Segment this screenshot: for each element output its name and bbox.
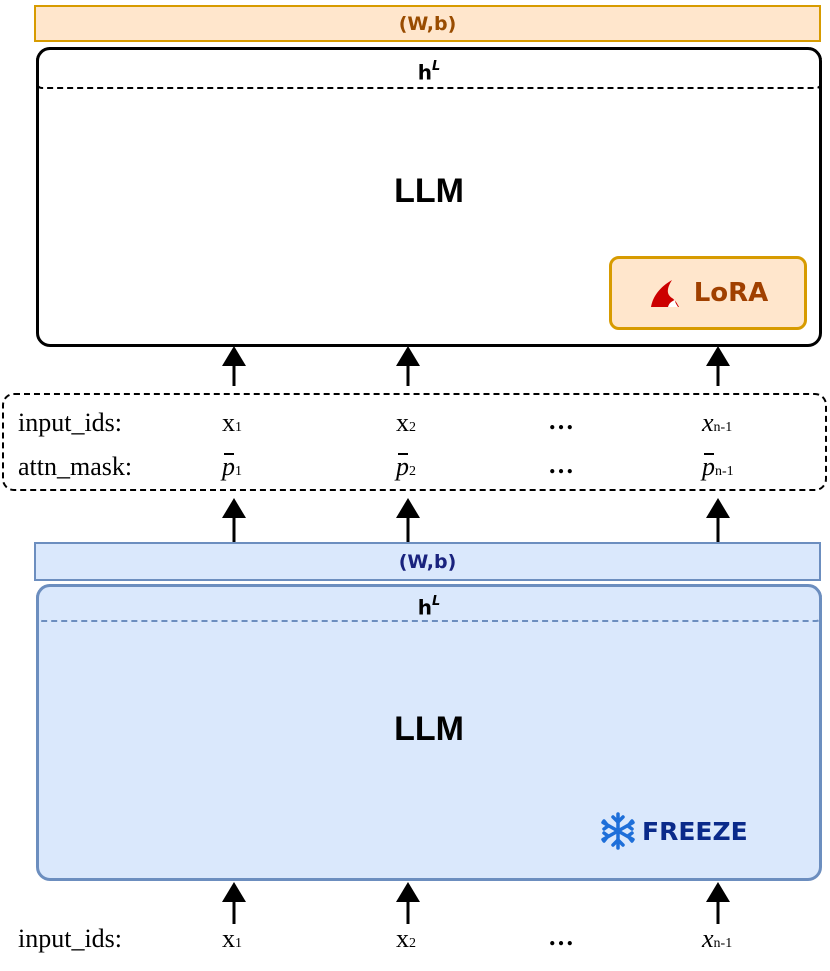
input-mask-box [2,393,827,491]
top-hidden-state-region: hL [36,47,822,89]
arrows-to-top-model [222,346,730,386]
middle-input-ids-label: input_ids: [18,408,123,437]
lora-flame-icon [650,280,679,307]
arrow-up-icon [222,498,246,542]
middle-token-n-1: xn-1 [702,408,733,437]
lora-badge: LoRA [609,256,807,330]
arrow-up-icon [222,882,246,924]
arrow-up-icon [396,498,420,542]
snowflake-icon [601,812,635,850]
middle-token-ellipsis: … [548,406,574,435]
bottom-llm-box [36,584,822,881]
middle-token-1: x1 [222,408,242,437]
middle-mask-2: p2 [396,452,416,481]
middle-mask-n-1: pn-1 [702,452,734,481]
top-head-bar: (W,b) [34,5,821,42]
input-row-label: input_ids: [18,924,123,953]
input-token-ellipsis: … [548,922,574,951]
middle-attn-mask-label: attn_mask: [18,452,133,481]
middle-mask-ellipsis: … [548,450,574,479]
freeze-badge: FREEZE [600,811,748,851]
freeze-label: FREEZE [642,816,748,846]
arrows-to-middle-box [222,498,730,542]
arrow-up-icon [706,882,730,924]
arrow-up-icon [706,346,730,386]
top-head-label: (W,b) [398,12,457,35]
input-token-1: x1 [222,924,242,953]
bottom-head-label: (W,b) [398,550,457,573]
input-token-2: x2 [396,924,416,953]
arrow-up-icon [706,498,730,542]
middle-mask-1: p1 [222,452,242,481]
top-hidden-sup: L [431,59,441,74]
arrow-up-icon [222,346,246,386]
top-llm-title: LLM [394,172,464,210]
bottom-head-bar: (W,b) [34,542,821,581]
bottom-llm-title: LLM [394,710,464,748]
arrows-to-bottom-model [222,882,730,924]
bottom-hidden-state-region: hL [36,584,822,622]
top-hidden-label: h [417,60,432,85]
bottom-hidden-sup: L [431,594,441,609]
arrow-up-icon [396,346,420,386]
arrow-up-icon [396,882,420,924]
lora-label: LoRA [693,278,769,308]
middle-token-2: x2 [396,408,416,437]
input-token-n-1: xn-1 [702,924,733,953]
bottom-hidden-label: h [417,595,432,620]
